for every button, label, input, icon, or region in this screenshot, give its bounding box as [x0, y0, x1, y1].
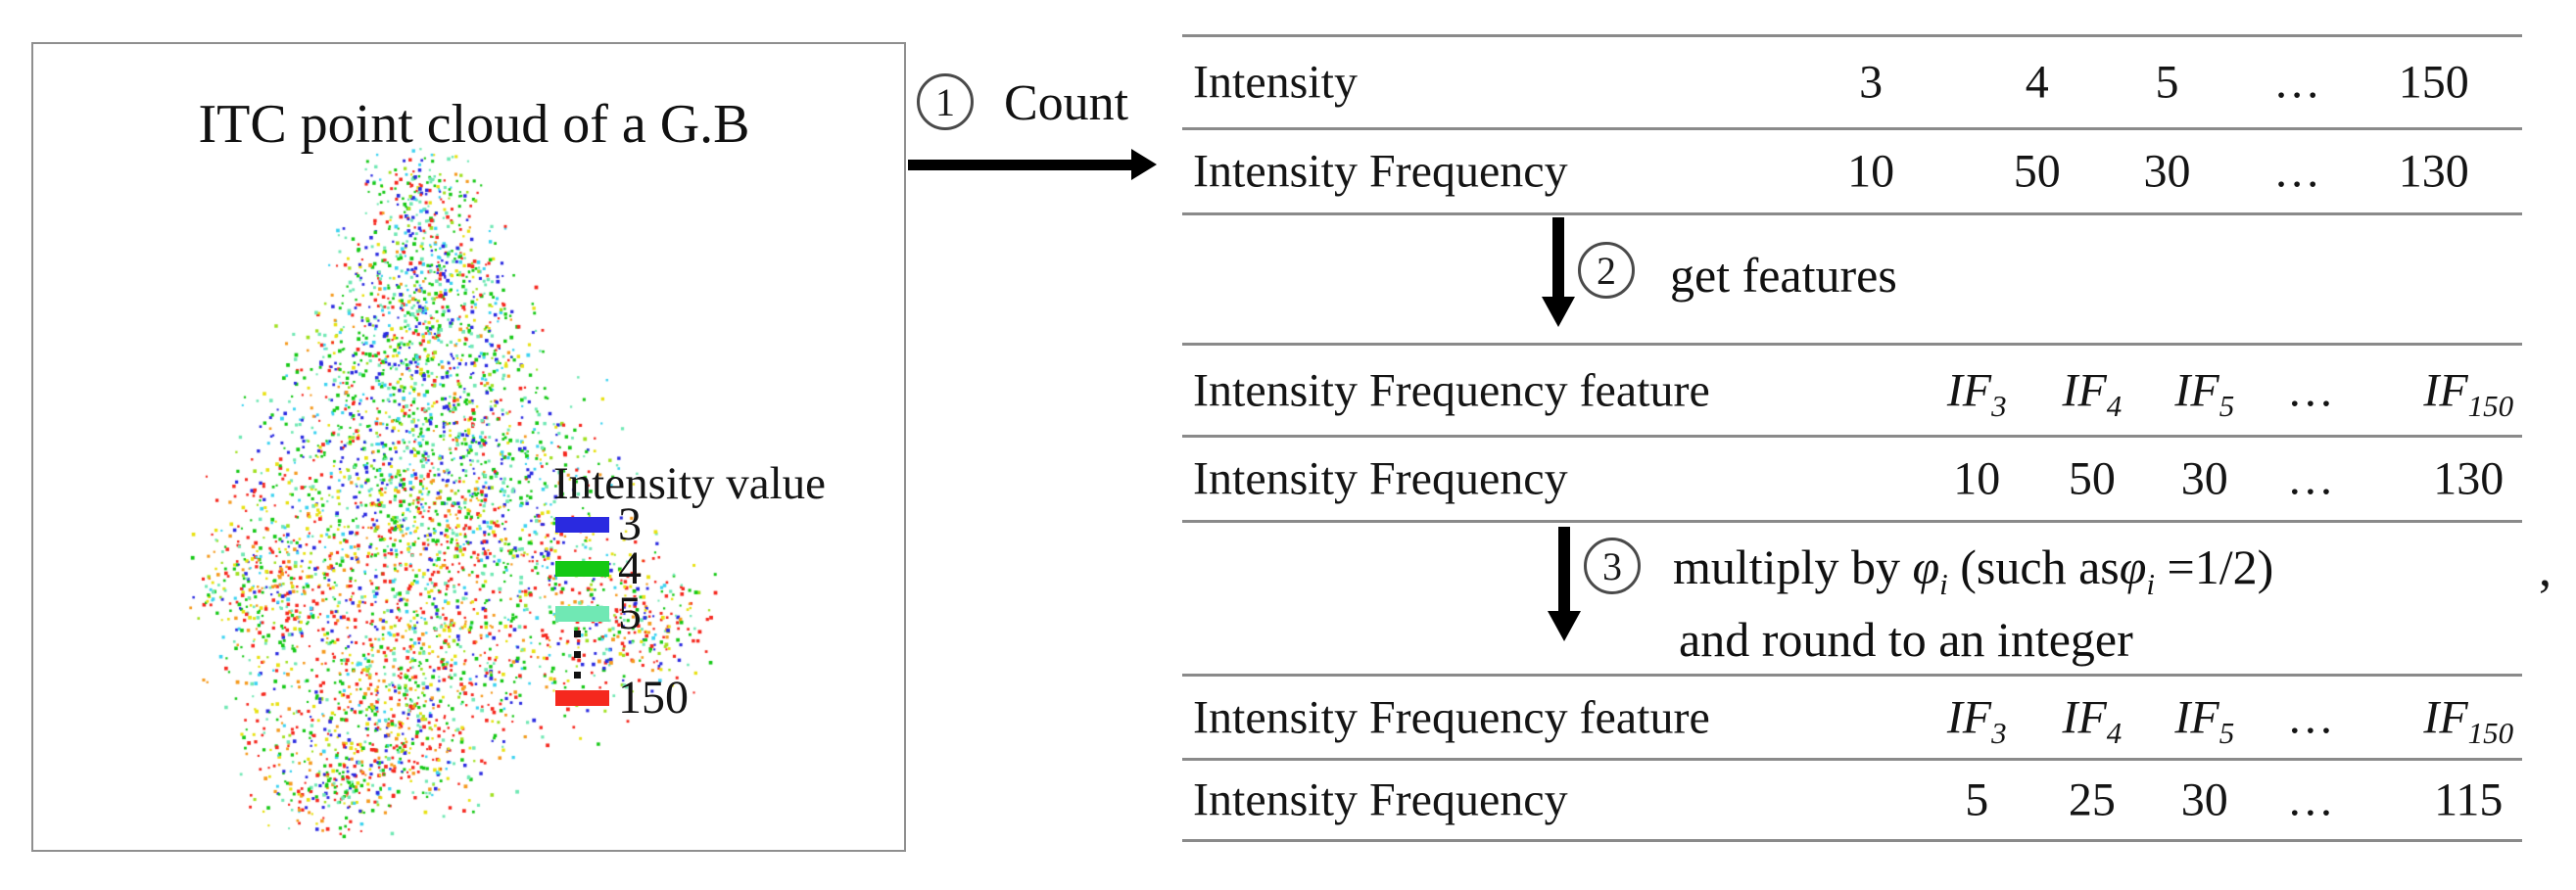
step-3-line1-part: φ [2119, 539, 2147, 594]
legend-label: 5 [618, 587, 642, 639]
panel-title: ITC point cloud of a G.B [198, 94, 750, 155]
row-label: Intensity Frequency feature [1193, 691, 1710, 743]
scaled-feature-table: Intensity Frequency feature IF3 IF4 IF5 … IF1… [1182, 674, 2522, 842]
value-cell: … [2273, 145, 2321, 198]
value-cell: … [2286, 691, 2334, 743]
value-cell: … [2286, 773, 2334, 826]
legend-swatch [555, 517, 609, 533]
value-cell: 25 [2068, 773, 2116, 826]
arrow-right-icon [1131, 149, 1157, 180]
arrow-down-icon [1542, 297, 1575, 327]
value-cell: IF3 [1946, 364, 2007, 423]
value-cell: IF5 [2174, 691, 2235, 750]
table-row: Intensity 3 4 5 … 150 [1182, 37, 2522, 130]
value-cell: IF4 [2062, 691, 2123, 750]
arrow-right-shaft [908, 160, 1131, 170]
legend-label: 3 [618, 498, 642, 550]
step-1-badge: 1 [917, 73, 974, 130]
step-3-line1-part: φ [1912, 539, 1940, 594]
value-cell: 130 [2398, 145, 2469, 198]
table-row: Intensity Frequency 10 50 30 … 130 [1182, 130, 2522, 212]
legend-title: Intensity value [553, 458, 827, 509]
legend-swatch [555, 690, 609, 706]
value-cell: 115 [2434, 773, 2504, 826]
step-3-line1-part: i [2146, 567, 2156, 601]
arrow-down-shaft [1552, 217, 1564, 299]
value-cell: 130 [2433, 452, 2504, 505]
value-cell: 5 [2155, 56, 2179, 109]
legend-item: 3 [555, 498, 642, 550]
row-label: Intensity Frequency [1193, 452, 1568, 505]
legend-swatch [555, 606, 609, 622]
value-cell: 10 [1847, 145, 1895, 198]
value-cell: IF5 [2174, 364, 2235, 423]
value-cell: 50 [2013, 145, 2061, 198]
value-cell: IF3 [1946, 691, 2007, 750]
value-cell: 30 [2143, 145, 2191, 198]
legend-item: 5 [555, 587, 642, 639]
step-2-badge: 2 [1578, 242, 1635, 299]
value-cell: … [2286, 364, 2334, 416]
step-3-line1-part: (such as [1947, 539, 2120, 594]
table-row: Intensity Frequency 5 25 30 … 115 [1182, 761, 2522, 839]
legend-label: 150 [618, 672, 689, 724]
arrow-down-shaft-2 [1558, 527, 1570, 613]
value-cell: 4 [2025, 56, 2049, 109]
step-1-label: Count [1004, 75, 1129, 131]
table-row: Intensity Frequency 10 50 30 … 130 [1182, 438, 2522, 520]
legend-label: 4 [618, 542, 642, 594]
step-3-line1-part: multiply by [1673, 539, 1913, 594]
row-label: Intensity [1193, 56, 1358, 109]
value-cell: IF150 [2423, 691, 2514, 750]
point-cloud-panel: ITC point cloud of a G.B Intensity value… [31, 42, 908, 854]
legend-item: 150 [555, 672, 689, 724]
value-cell: … [2273, 56, 2321, 109]
value-cell: IF150 [2423, 364, 2514, 423]
value-cell: 150 [2398, 56, 2469, 109]
step-3-line1: multiply by φi (such asφi =1/2) [1673, 539, 2274, 599]
arrow-down-icon-2 [1548, 611, 1581, 641]
value-cell: 50 [2068, 452, 2116, 505]
trailing-comma: , [2539, 541, 2552, 597]
point-cloud-canvas [33, 44, 908, 854]
intensity-frequency-feature-table: Intensity Frequency feature IF3 IF4 IF5 … IF1… [1182, 343, 2522, 523]
step-3-line1-part: =1/2) [2155, 539, 2274, 594]
value-cell: … [2286, 452, 2334, 505]
value-cell: 5 [1965, 773, 1989, 826]
legend-ellipsis-dot [574, 672, 581, 679]
legend-ellipsis-dot [574, 631, 581, 637]
legend-ellipsis-dot [574, 651, 581, 658]
step-3-line2: and round to an integer [1679, 612, 2133, 667]
row-label: Intensity Frequency [1193, 145, 1568, 198]
table-row: Intensity Frequency feature IF3 IF4 IF5 … IF1… [1182, 677, 2522, 761]
row-label: Intensity Frequency feature [1193, 364, 1710, 416]
value-cell: IF4 [2062, 364, 2123, 423]
value-cell: 30 [2180, 452, 2228, 505]
value-cell: 10 [1953, 452, 2001, 505]
legend-swatch [555, 561, 609, 577]
value-cell: 3 [1859, 56, 1884, 109]
row-label: Intensity Frequency [1193, 773, 1568, 826]
legend-item: 4 [555, 542, 642, 594]
step-3-line1-part: i [1939, 567, 1948, 601]
step-3-badge: 3 [1584, 538, 1641, 594]
step-2-label: get features [1670, 248, 1897, 303]
value-cell: 30 [2180, 773, 2228, 826]
table-row: Intensity Frequency feature IF3 IF4 IF5 … IF1… [1182, 346, 2522, 438]
